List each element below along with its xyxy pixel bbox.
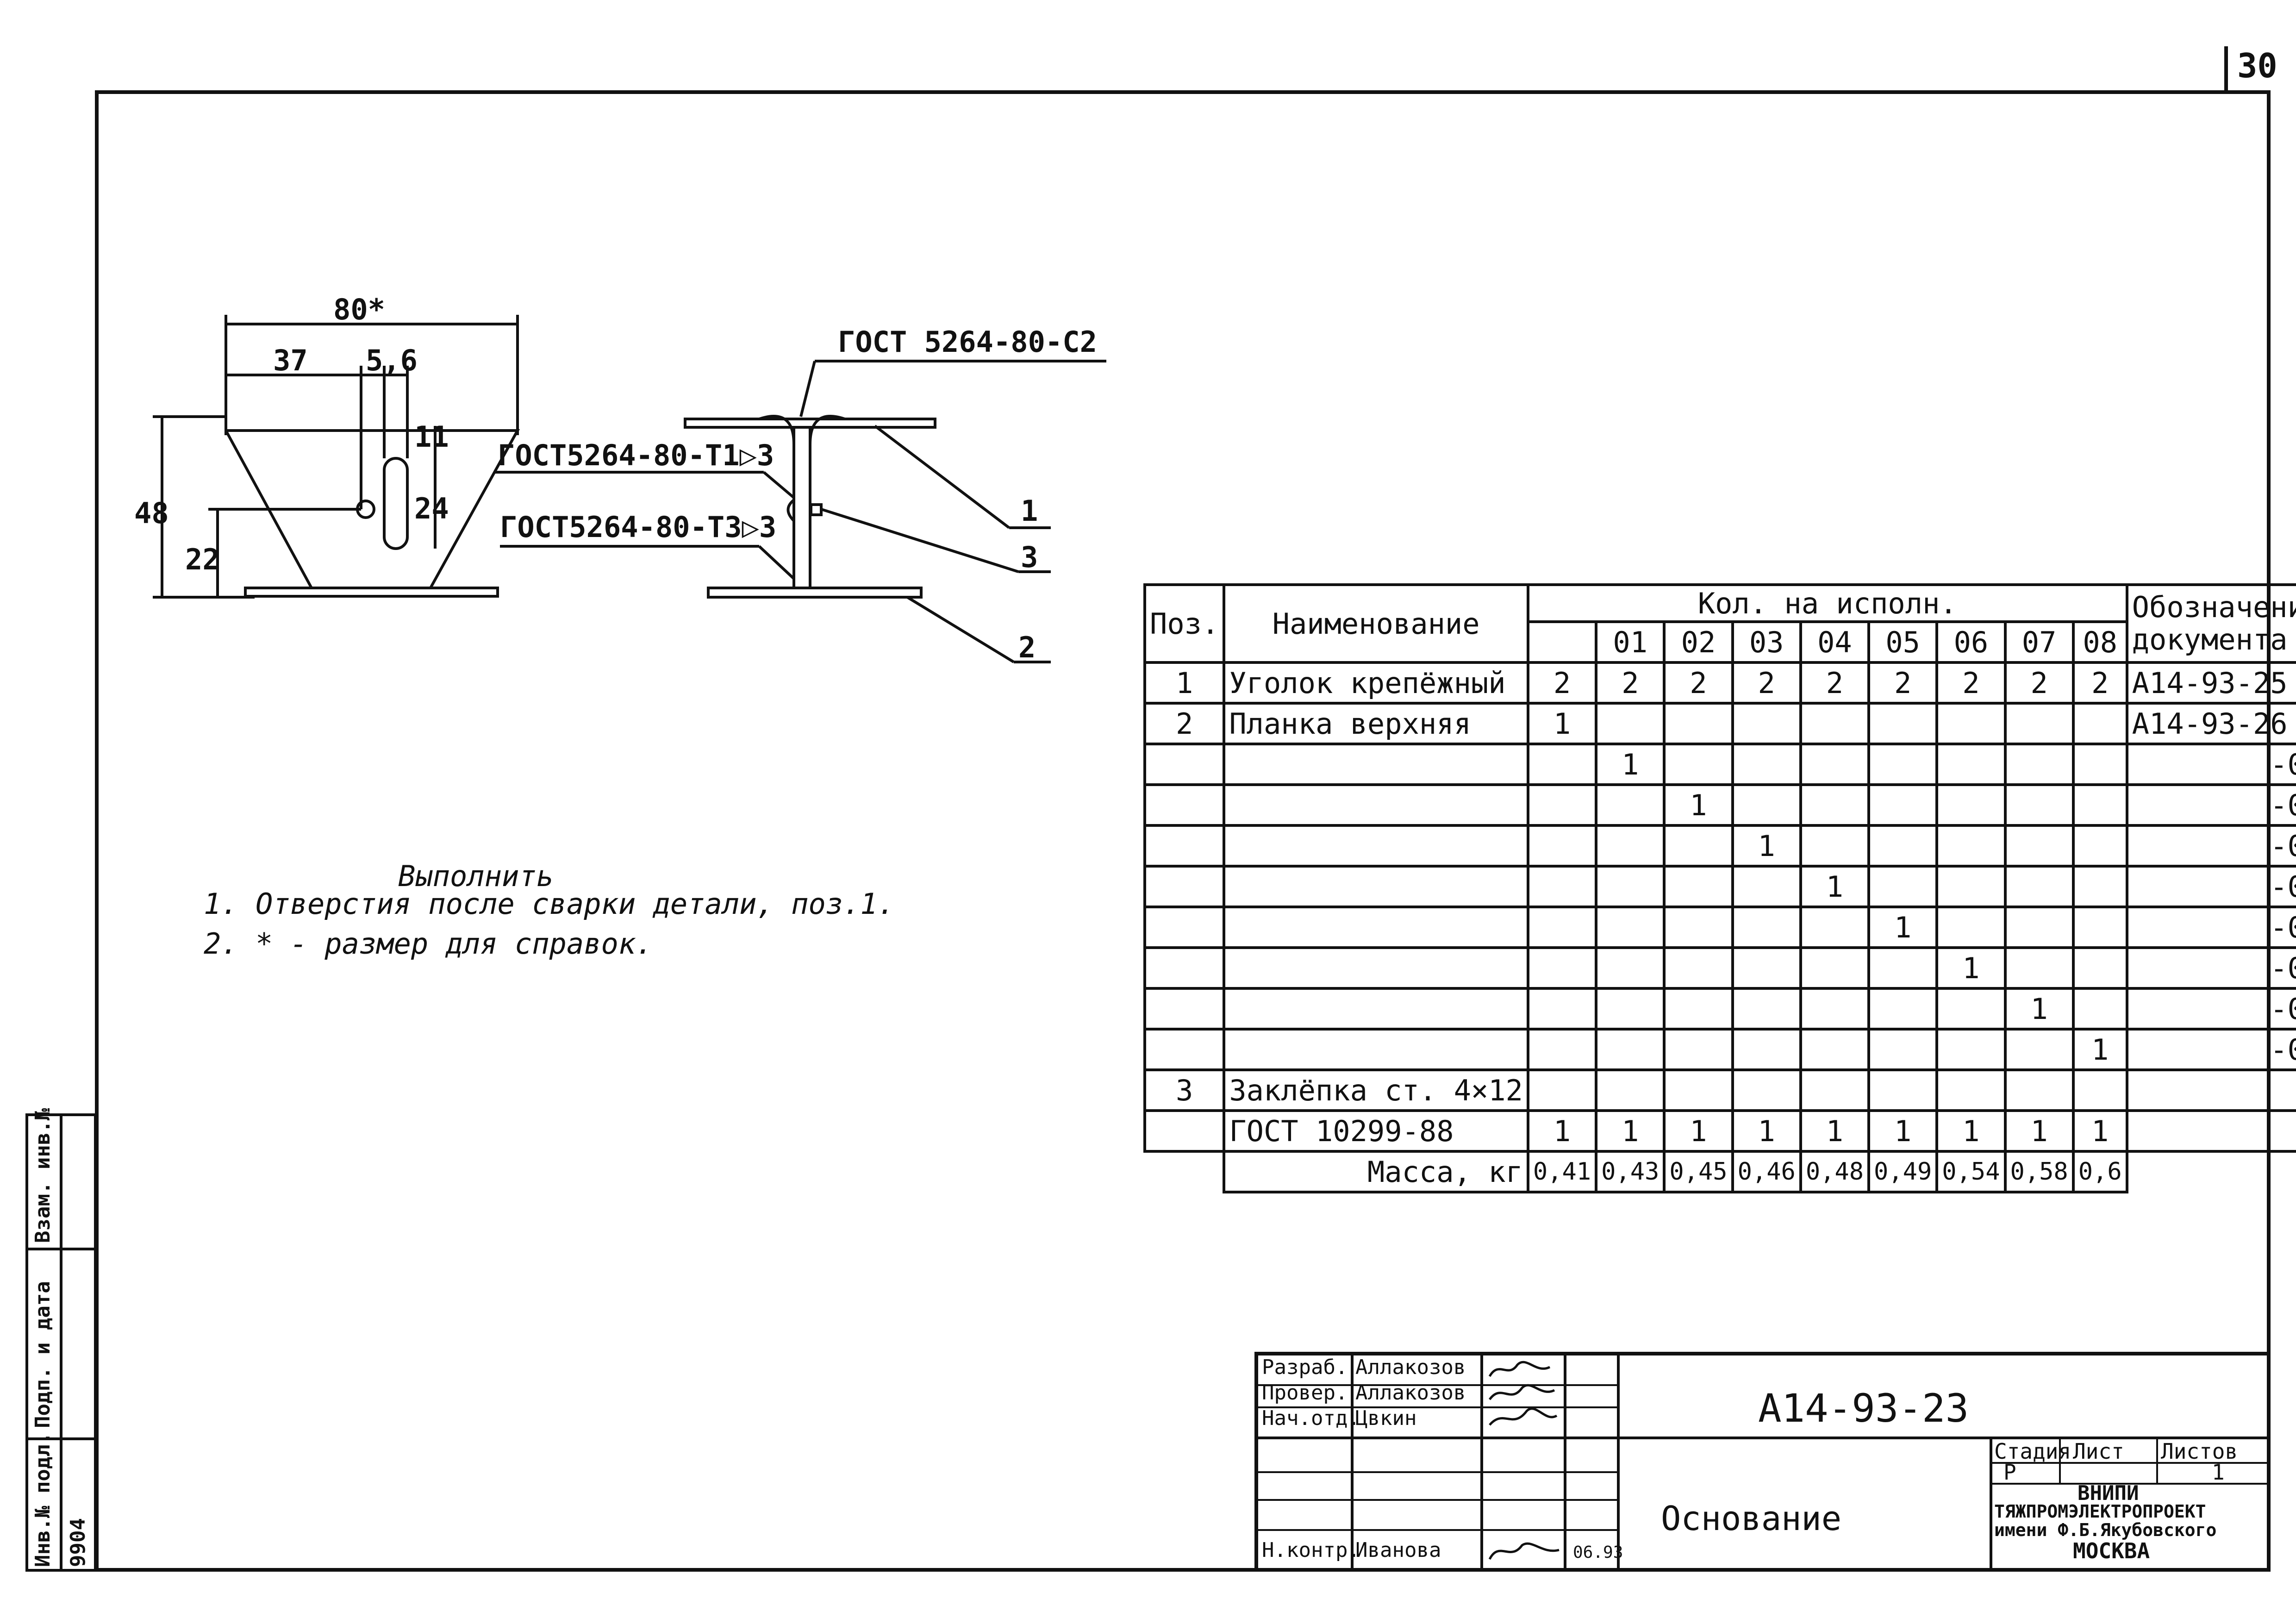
exec-col: 01 xyxy=(1595,620,1666,664)
notes-title: Выполнить xyxy=(398,859,554,893)
dim-37: 37 xyxy=(273,344,308,377)
mass-row: Масса, кг 0,41 0,43 0,45 0,46 0,48 0,49 … xyxy=(1145,1150,2296,1193)
callout-1: 1 xyxy=(1021,494,1038,528)
person-name: Иванова xyxy=(1355,1538,1441,1562)
detail-drawing: 80* 37 5,6 11 24 48 22 ГОСТ 5264-80-С2 Г… xyxy=(134,293,1106,664)
callout-3: 3 xyxy=(1021,540,1038,574)
exec-col: 05 xyxy=(1867,620,1939,664)
note-line: 2. * - размер для справок. xyxy=(204,927,653,961)
dim-22: 22 xyxy=(185,543,220,576)
table-row: 1 -04 xyxy=(1143,865,2296,908)
title-block: Разраб. Провер. Нач.отд. Н.контр. Аллако… xyxy=(1254,1352,2271,1572)
table-row: 1 -05 xyxy=(1143,906,2296,949)
person-name: Цвкин xyxy=(1355,1406,1417,1430)
exec-col: 07 xyxy=(2003,620,2075,664)
header-qty: Кол. на исполн. xyxy=(1526,583,2128,623)
dim-overall-width: 80* xyxy=(333,293,385,326)
note-line: 1. Отверстия после сварки детали, поз.1. xyxy=(204,887,895,921)
header-name: Наименование xyxy=(1223,583,1529,664)
doc-number: А14-93-23 xyxy=(1758,1386,1969,1431)
table-row: 1 -02 xyxy=(1143,783,2296,827)
side-stamp-value: 9904 xyxy=(66,1518,90,1567)
stage-value: Р xyxy=(2003,1460,2016,1485)
table-row: 1 -03 xyxy=(1143,824,2296,868)
dim-11: 11 xyxy=(414,420,449,454)
mass-value: 0,58 xyxy=(2003,1150,2075,1193)
role-label: Разраб. xyxy=(1262,1355,1348,1379)
drawing-title: Основание xyxy=(1661,1499,1842,1538)
mass-label: Масса, кг xyxy=(1223,1150,1529,1193)
exec-col: 08 xyxy=(2071,620,2128,664)
base-plate-left xyxy=(244,587,499,598)
exec-col-base xyxy=(1526,620,1598,664)
stage-label: Стадия xyxy=(1994,1439,2071,1464)
org-line: МОСКВА xyxy=(2073,1538,2150,1563)
table-row: 2 Планка верхняя 1 А14-93-26 xyxy=(1143,702,2296,745)
mass-value: 0,49 xyxy=(1867,1150,1939,1193)
role-label: Нач.отд. xyxy=(1262,1406,1360,1430)
mass-value: 0,41 xyxy=(1526,1150,1598,1193)
exec-col: 03 xyxy=(1731,620,1802,664)
org-line: ТЯЖПРОМЭЛЕКТРОПРОЕКТ xyxy=(1994,1501,2206,1522)
header-pos: Поз. xyxy=(1143,583,1226,664)
slot xyxy=(383,457,409,550)
exec-col: 06 xyxy=(1935,620,2007,664)
mass-value: 0,6 xyxy=(2071,1150,2128,1193)
table-row: 1 -06 xyxy=(1143,946,2296,990)
role-label: Н.контр. xyxy=(1262,1538,1360,1562)
exec-col: 04 xyxy=(1799,620,1871,664)
callout-2: 2 xyxy=(1018,631,1036,664)
dim-height: 48 xyxy=(134,496,169,530)
person-name: Аллакозов xyxy=(1355,1355,1466,1379)
sheets-value: 1 xyxy=(2212,1460,2225,1485)
mass-value: 0,46 xyxy=(1731,1150,1802,1193)
dim-56: 5,6 xyxy=(366,344,418,377)
rivet-head xyxy=(786,499,795,522)
weld-left-1: ГОСТ5264-80-Т1▷3 xyxy=(498,438,774,472)
weld-top: ГОСТ 5264-80-С2 xyxy=(838,325,1097,359)
page-number-box: 30 xyxy=(2224,46,2277,90)
angle-flange xyxy=(684,418,936,429)
table-row: 1 -01 xyxy=(1143,743,2296,786)
mass-value: 0,48 xyxy=(1799,1150,1871,1193)
header-doc: Обозначение документа xyxy=(2125,583,2296,664)
sheets-label: Листов xyxy=(2161,1439,2238,1464)
mass-value: 0,45 xyxy=(1663,1150,1734,1193)
spec-table: Поз. Наименование Кол. на исполн. Обозна… xyxy=(1143,583,2296,1193)
dim-24: 24 xyxy=(414,492,449,525)
role-label: Провер. xyxy=(1262,1381,1348,1405)
person-name: Аллакозов xyxy=(1355,1381,1466,1405)
side-label: Инв.№ подл. xyxy=(31,1432,55,1567)
org-line: ВНИПИ xyxy=(2078,1481,2139,1505)
side-label: Взам. инв.№ xyxy=(31,1108,55,1243)
notes: Выполнить 1. Отверстия после сварки дета… xyxy=(204,859,895,964)
table-row: 1 -08 xyxy=(1143,1028,2296,1071)
mass-value: 0,43 xyxy=(1595,1150,1666,1193)
weld-left-2: ГОСТ5264-80-Т3▷3 xyxy=(500,510,776,544)
side-label: Подп. и дата xyxy=(31,1281,55,1428)
sheet-label: Лист xyxy=(2073,1439,2124,1464)
page-number: 30 xyxy=(2237,46,2277,85)
side-stamp: Инв.№ подл. Подп. и дата Взам. инв.№ 990… xyxy=(25,1108,100,1572)
top-plate xyxy=(707,587,923,599)
sign-date: 06.93 xyxy=(1573,1543,1623,1562)
signatures xyxy=(1488,1361,1560,1560)
table-row: 1 -07 xyxy=(1143,987,2296,1031)
exec-col: 02 xyxy=(1663,620,1734,664)
org-line: имени Ф.Б.Якубовского xyxy=(1994,1520,2217,1540)
mass-value: 0,54 xyxy=(1935,1150,2007,1193)
